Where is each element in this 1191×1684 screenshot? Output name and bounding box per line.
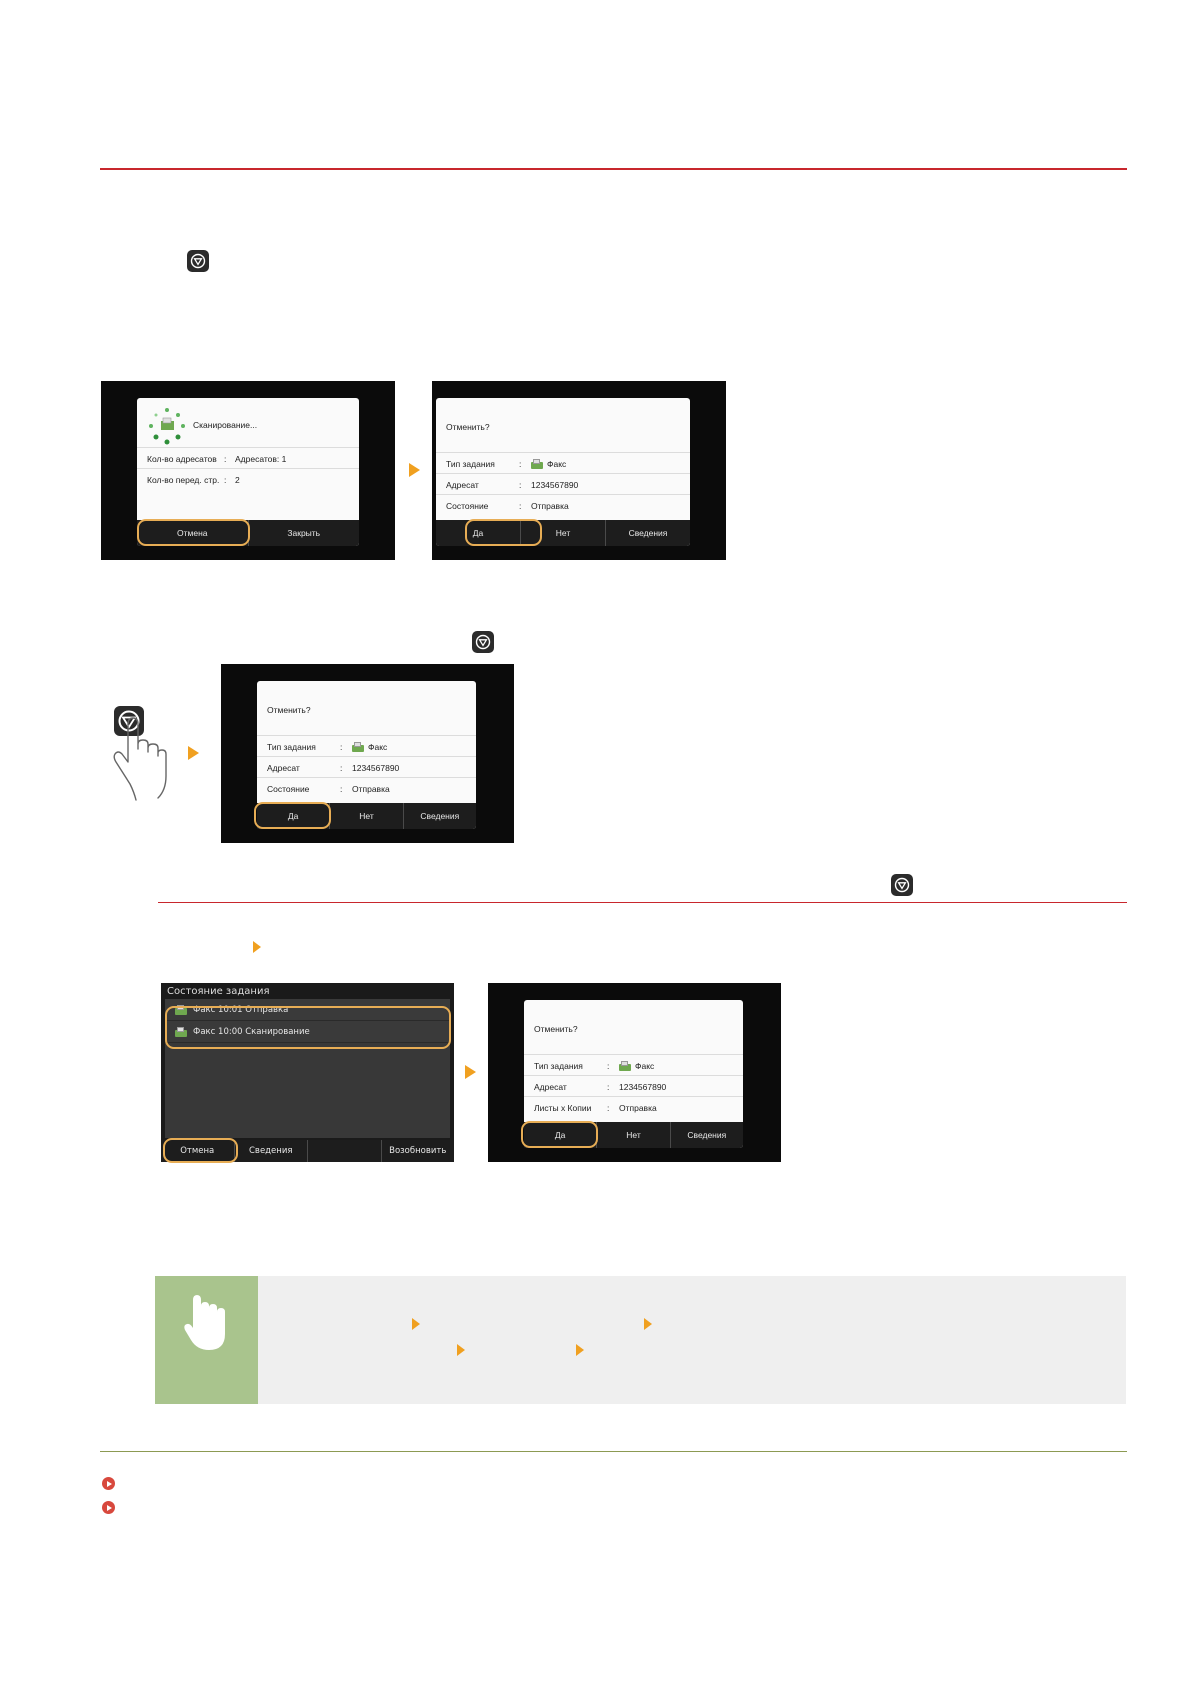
no-button[interactable]: Нет	[520, 520, 605, 546]
fax-icon	[531, 458, 543, 469]
dialog-title: Отменить?	[267, 705, 311, 715]
tip-box	[155, 1276, 1126, 1404]
cancel-confirm-dialog: Отменить? Тип задания : Факс Адресат : 1…	[524, 1000, 743, 1148]
hand-press-icon	[112, 704, 174, 804]
stop-button-icon	[472, 631, 494, 653]
dialog-title: Отменить?	[446, 422, 490, 432]
yes-button[interactable]: Да	[554, 1130, 566, 1140]
link-bullet-icon[interactable]	[102, 1501, 115, 1514]
cancel-confirm-screen: Отменить? Тип задания : Факс Адресат : 1…	[221, 664, 514, 843]
highlight-cancel	[163, 1138, 238, 1163]
related-links-rule	[100, 1451, 1127, 1452]
details-button[interactable]: Сведения	[605, 520, 690, 546]
tip-arrow-icon	[576, 1339, 584, 1358]
tip-arrow-icon	[644, 1313, 652, 1332]
details-button[interactable]: Сведения	[233, 1140, 308, 1162]
scan-status-text: Сканирование...	[193, 420, 258, 430]
link-bullet-icon[interactable]	[102, 1477, 115, 1490]
scanning-animation-icon	[147, 406, 187, 446]
no-button[interactable]: Нет	[329, 803, 402, 829]
job-status-title: Состояние задания	[167, 986, 270, 997]
job-info-row: Тип задания : Факс	[257, 735, 476, 757]
resume-button[interactable]: Возобновить	[380, 1140, 455, 1162]
cancel-button[interactable]: Отмена	[180, 1146, 215, 1156]
stop-button-icon	[891, 874, 913, 896]
cancel-dialog-button-bar: Да Нет Сведения	[524, 1122, 743, 1148]
scan-info-row: Кол-во перед. стр. : 2	[137, 468, 359, 490]
pointing-hand-icon	[179, 1292, 235, 1354]
empty-button	[307, 1140, 381, 1162]
job-info-row: Тип задания : Факс	[524, 1054, 743, 1076]
scan-progress-screen: Сканирование... Кол-во адресатов : Адрес…	[101, 381, 395, 560]
details-button[interactable]: Сведения	[402, 803, 476, 829]
fax-icon	[619, 1060, 631, 1071]
highlight-job-list	[165, 1006, 451, 1049]
job-info-row: Адресат : 1234567890	[436, 473, 690, 495]
cancel-confirm-dialog: Отменить? Тип задания : Факс Адресат : 1…	[257, 681, 476, 829]
dialog-title: Отменить?	[534, 1024, 578, 1034]
cancel-dialog-button-bar: Да Нет Сведения	[257, 803, 476, 829]
step-arrow-icon	[465, 1065, 476, 1079]
job-status-screen: Состояние задания Факс 10:01 Отправка Фа…	[161, 983, 455, 1163]
job-list-empty-area	[165, 1043, 450, 1138]
fax-icon	[352, 741, 364, 752]
job-list-item[interactable]: Факс 10:00 Сканирование	[165, 1021, 450, 1043]
tip-arrow-icon	[457, 1339, 465, 1358]
cancel-confirm-dialog: Отменить? Тип задания : Факс Адресат : 1…	[436, 398, 690, 546]
close-button[interactable]: Закрыть	[247, 520, 360, 546]
step-arrow-icon	[409, 463, 420, 477]
cancel-confirm-screen: Отменить? Тип задания : Факс Адресат : 1…	[488, 983, 781, 1162]
highlight-cancel	[137, 519, 250, 546]
step-arrow-icon	[188, 746, 199, 760]
highlight-yes	[521, 1121, 598, 1148]
subheading-rule	[158, 902, 1127, 903]
cancel-confirm-screen: Отменить? Тип задания : Факс Адресат : 1…	[432, 381, 726, 560]
yes-button[interactable]: Да	[472, 528, 484, 538]
highlight-yes	[465, 519, 542, 546]
highlight-yes	[254, 802, 331, 829]
job-info-row: Состояние : Отправка	[257, 777, 476, 799]
cancel-dialog-button-bar: Да Нет Сведения	[436, 520, 690, 546]
job-info-row: Листы x Копии : Отправка	[524, 1096, 743, 1118]
no-button[interactable]: Нет	[596, 1122, 669, 1148]
job-info-row: Тип задания : Факс	[436, 452, 690, 474]
tip-arrow-icon	[412, 1313, 420, 1332]
tip-sidebar	[155, 1276, 258, 1404]
fax-icon	[175, 1026, 187, 1037]
details-button[interactable]: Сведения	[669, 1122, 743, 1148]
scan-info-row: Кол-во адресатов : Адресатов: 1	[137, 447, 359, 469]
job-info-row: Состояние : Отправка	[436, 494, 690, 516]
cancel-button[interactable]: Отмена	[177, 528, 208, 538]
step-arrow-icon	[253, 936, 261, 955]
heading-rule	[100, 168, 1127, 170]
stop-button-icon	[187, 250, 209, 272]
job-info-row: Адресат : 1234567890	[257, 756, 476, 778]
job-info-row: Адресат : 1234567890	[524, 1075, 743, 1097]
yes-button[interactable]: Да	[287, 811, 299, 821]
